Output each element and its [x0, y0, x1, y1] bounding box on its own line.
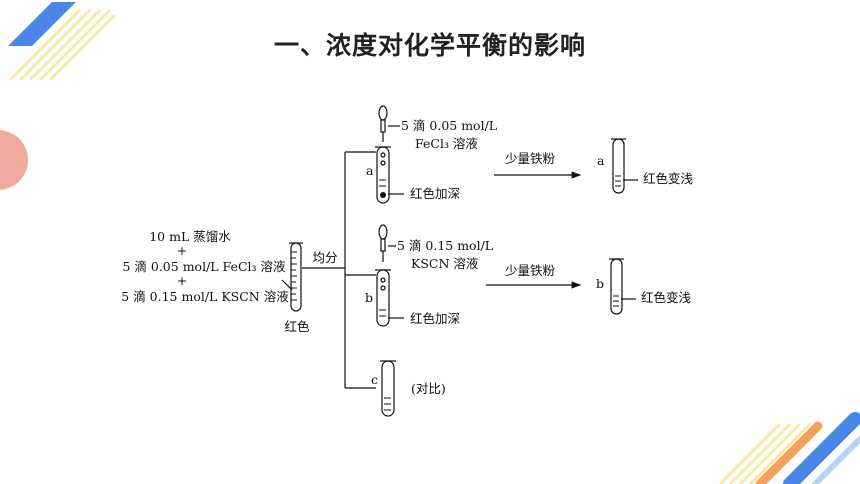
light-blue-stripe	[812, 436, 860, 484]
test-tube-icon	[289, 242, 303, 312]
test-tube-icon	[609, 258, 624, 315]
final-b-label: b	[596, 276, 604, 291]
tube-a-label: a	[366, 163, 374, 178]
reagent-water: 10 mL 蒸馏水	[149, 229, 231, 244]
bottom-right-decoration	[718, 412, 860, 484]
final-b-result: 红色变浅	[641, 290, 691, 305]
test-tube-icon	[380, 360, 396, 417]
tube-b-label: b	[365, 290, 373, 305]
tube-b-addition-line1: 5 滴 0.15 mol/L	[397, 238, 493, 253]
reagent-fecl3: 5 滴 0.05 mol/L FeCl₃ 溶液	[122, 259, 286, 274]
test-tube-icon	[611, 138, 626, 194]
tube-b-addition-line2: KSCN 溶液	[411, 256, 479, 271]
page-title: 一、浓度对化学平衡的影响	[273, 31, 586, 60]
blue-stripe	[8, 2, 76, 46]
left-color-label: 红色	[284, 319, 310, 334]
tube-c-label: c	[371, 372, 378, 387]
tube-b-result: 红色加深	[410, 311, 460, 326]
top-left-decoration	[8, 2, 117, 80]
tube-a-addition-line1: 5 滴 0.05 mol/L	[401, 118, 497, 133]
final-a-result: 红色变浅	[643, 171, 693, 186]
leader-line	[281, 279, 293, 291]
plus-sign-2: +	[177, 273, 187, 288]
dropper-icon	[378, 105, 388, 142]
tube-a-addition-line2: FeCl₃ 溶液	[415, 136, 478, 151]
arrow-b-label: 少量铁粉	[505, 263, 556, 278]
final-a-label: a	[597, 153, 605, 168]
split-label: 均分	[312, 250, 337, 265]
arrow-a-label: 少量铁粉	[505, 151, 556, 166]
plus-sign-1: +	[177, 243, 187, 258]
reagent-kscn: 5 滴 0.15 mol/L KSCN 溶液	[121, 289, 289, 304]
dropper-icon	[378, 224, 388, 262]
orange-stripe	[755, 421, 823, 484]
test-tube-icon	[375, 146, 391, 204]
test-tube-icon	[375, 269, 391, 327]
tube-a-result: 红色加深	[410, 186, 460, 201]
blue-stripe-br	[783, 412, 860, 484]
yellow-stripes-br	[718, 422, 812, 484]
yellow-stripes	[8, 8, 117, 80]
tube-c-note: (对比)	[411, 381, 446, 396]
